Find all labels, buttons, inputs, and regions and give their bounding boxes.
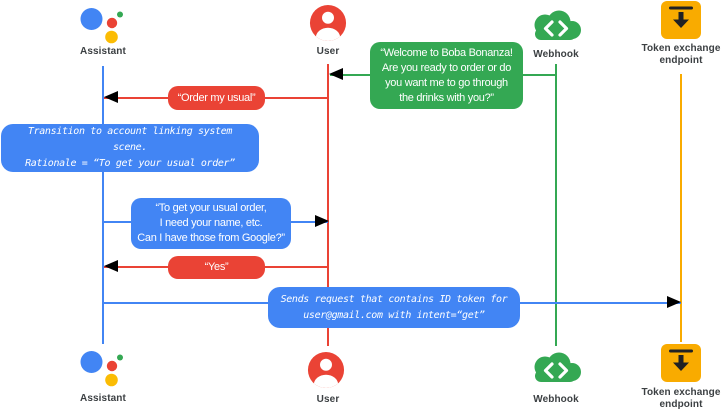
user-label: User	[316, 394, 340, 405]
token-endpoint-label: Token exchange endpoint	[641, 387, 721, 410]
webhook-label: Webhook	[533, 394, 579, 405]
user-lifeline	[327, 64, 329, 346]
yes-arrowhead-icon	[104, 260, 118, 272]
assistant-lifeline	[102, 66, 104, 344]
get-usual-order-message-box: “To get your usual order, I need your na…	[131, 198, 291, 249]
sends-request-message-box: Sends request that contains ID token for…	[268, 287, 520, 328]
assistant-label: Assistant	[80, 393, 126, 404]
webhook-lifeline	[555, 64, 557, 346]
token-endpoint-lifeline	[680, 74, 682, 342]
order-usual-arrowhead-icon	[104, 91, 118, 103]
welcome-message-box: “Welcome to Boba Bonanza! Are you ready …	[370, 42, 523, 109]
assistant-label: Assistant	[80, 46, 126, 57]
yes-message-box: “Yes”	[168, 256, 265, 279]
user-label: User	[316, 46, 340, 57]
webhook-cloud-icon	[534, 352, 581, 382]
google-assistant-icon	[80, 8, 123, 44]
user-person-icon	[307, 351, 345, 389]
webhook-cloud-icon	[534, 10, 581, 40]
user-person-icon	[309, 4, 347, 42]
order-usual-message-box: “Order my usual”	[168, 86, 265, 110]
token-endpoint-label: Token exchange endpoint	[641, 43, 721, 66]
get-usual-order-arrowhead-icon	[315, 215, 329, 227]
transition-note-box: Transition to account linking system sce…	[1, 124, 259, 172]
webhook-label: Webhook	[533, 49, 579, 60]
welcome-arrowhead-icon	[329, 68, 343, 80]
token-exchange-endpoint-icon	[661, 344, 701, 382]
token-exchange-endpoint-icon	[661, 1, 701, 39]
google-assistant-icon	[80, 351, 123, 387]
sends-request-arrowhead-icon	[667, 296, 681, 308]
